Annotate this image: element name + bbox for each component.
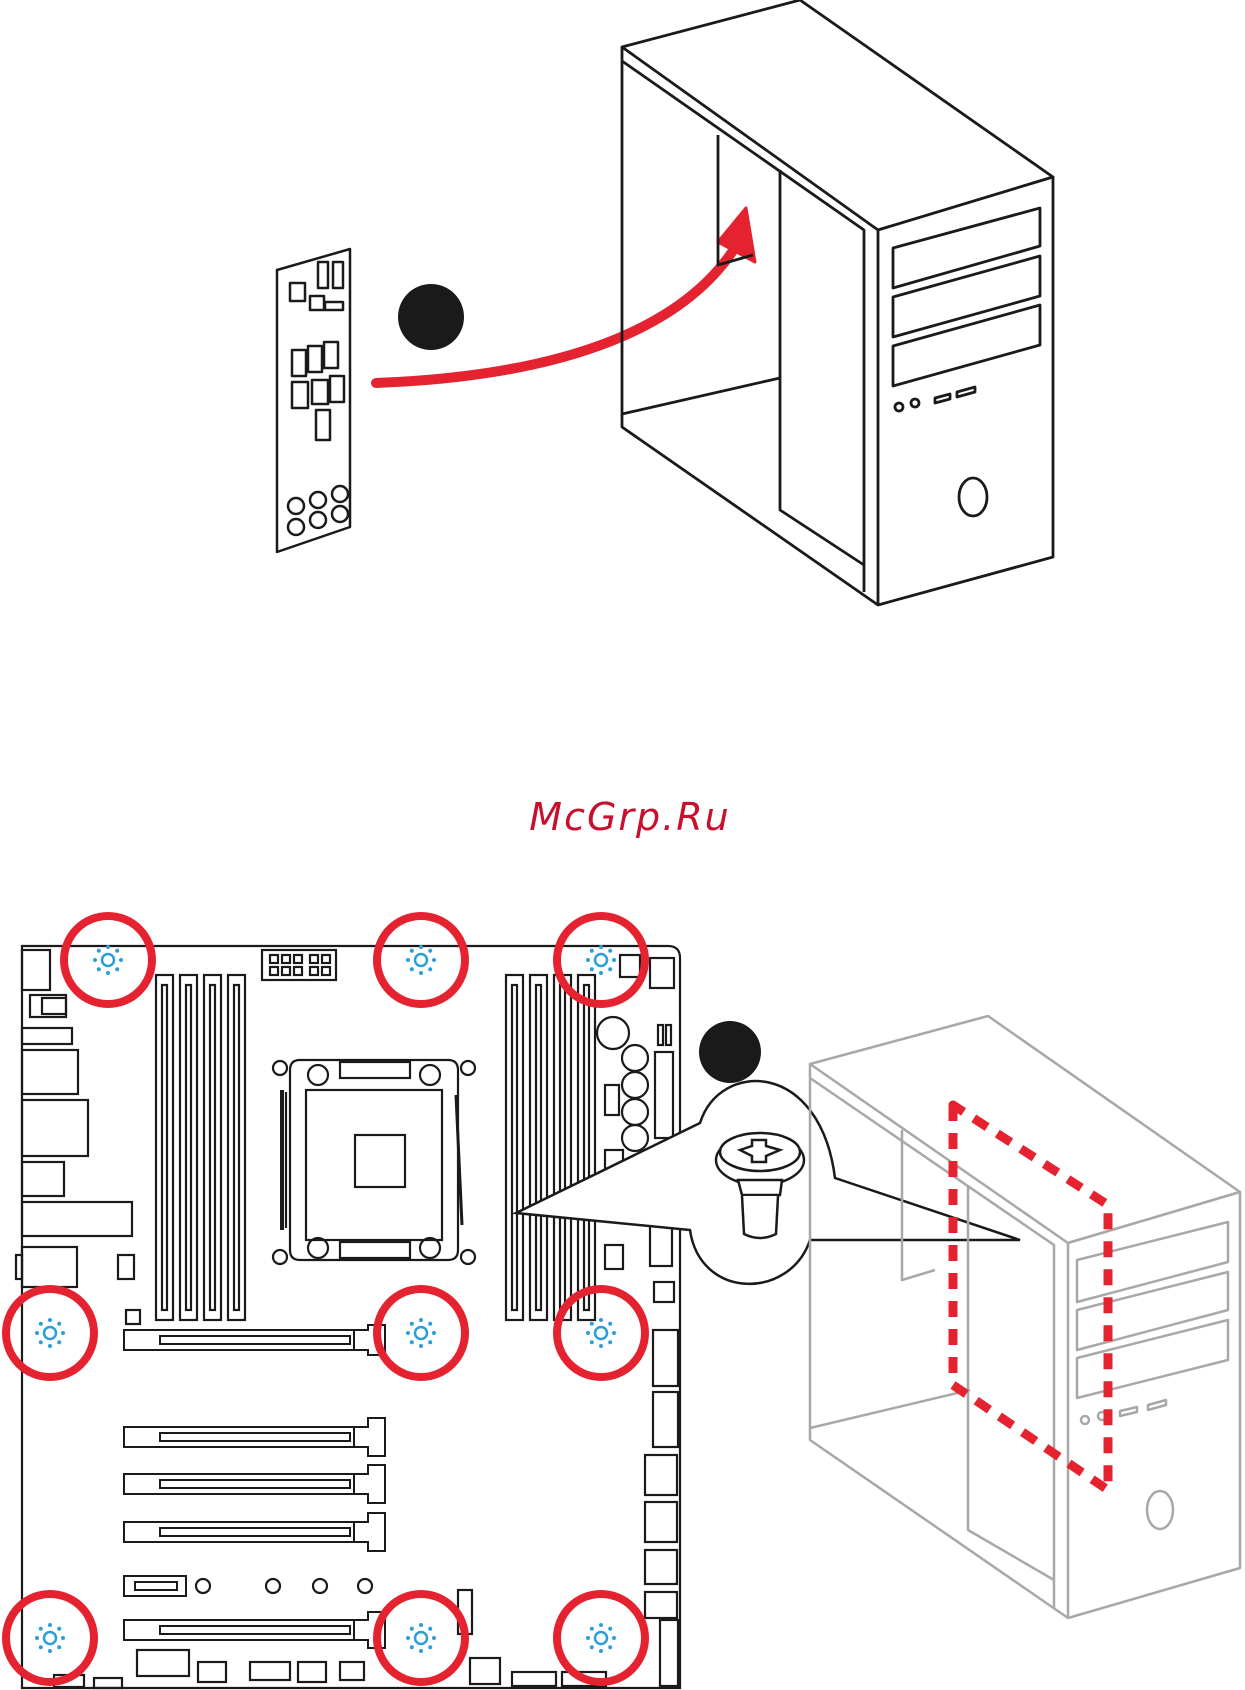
step-2-illustration	[6, 916, 1240, 1688]
step-2-marker	[699, 1021, 761, 1083]
step-1-illustration	[277, 0, 1053, 605]
watermark-text: McGrp.Ru	[480, 795, 780, 839]
pc-case-icon	[810, 1016, 1240, 1618]
step-1-marker	[398, 284, 464, 350]
motherboard-icon	[16, 946, 680, 1688]
io-shield-icon	[277, 249, 350, 552]
